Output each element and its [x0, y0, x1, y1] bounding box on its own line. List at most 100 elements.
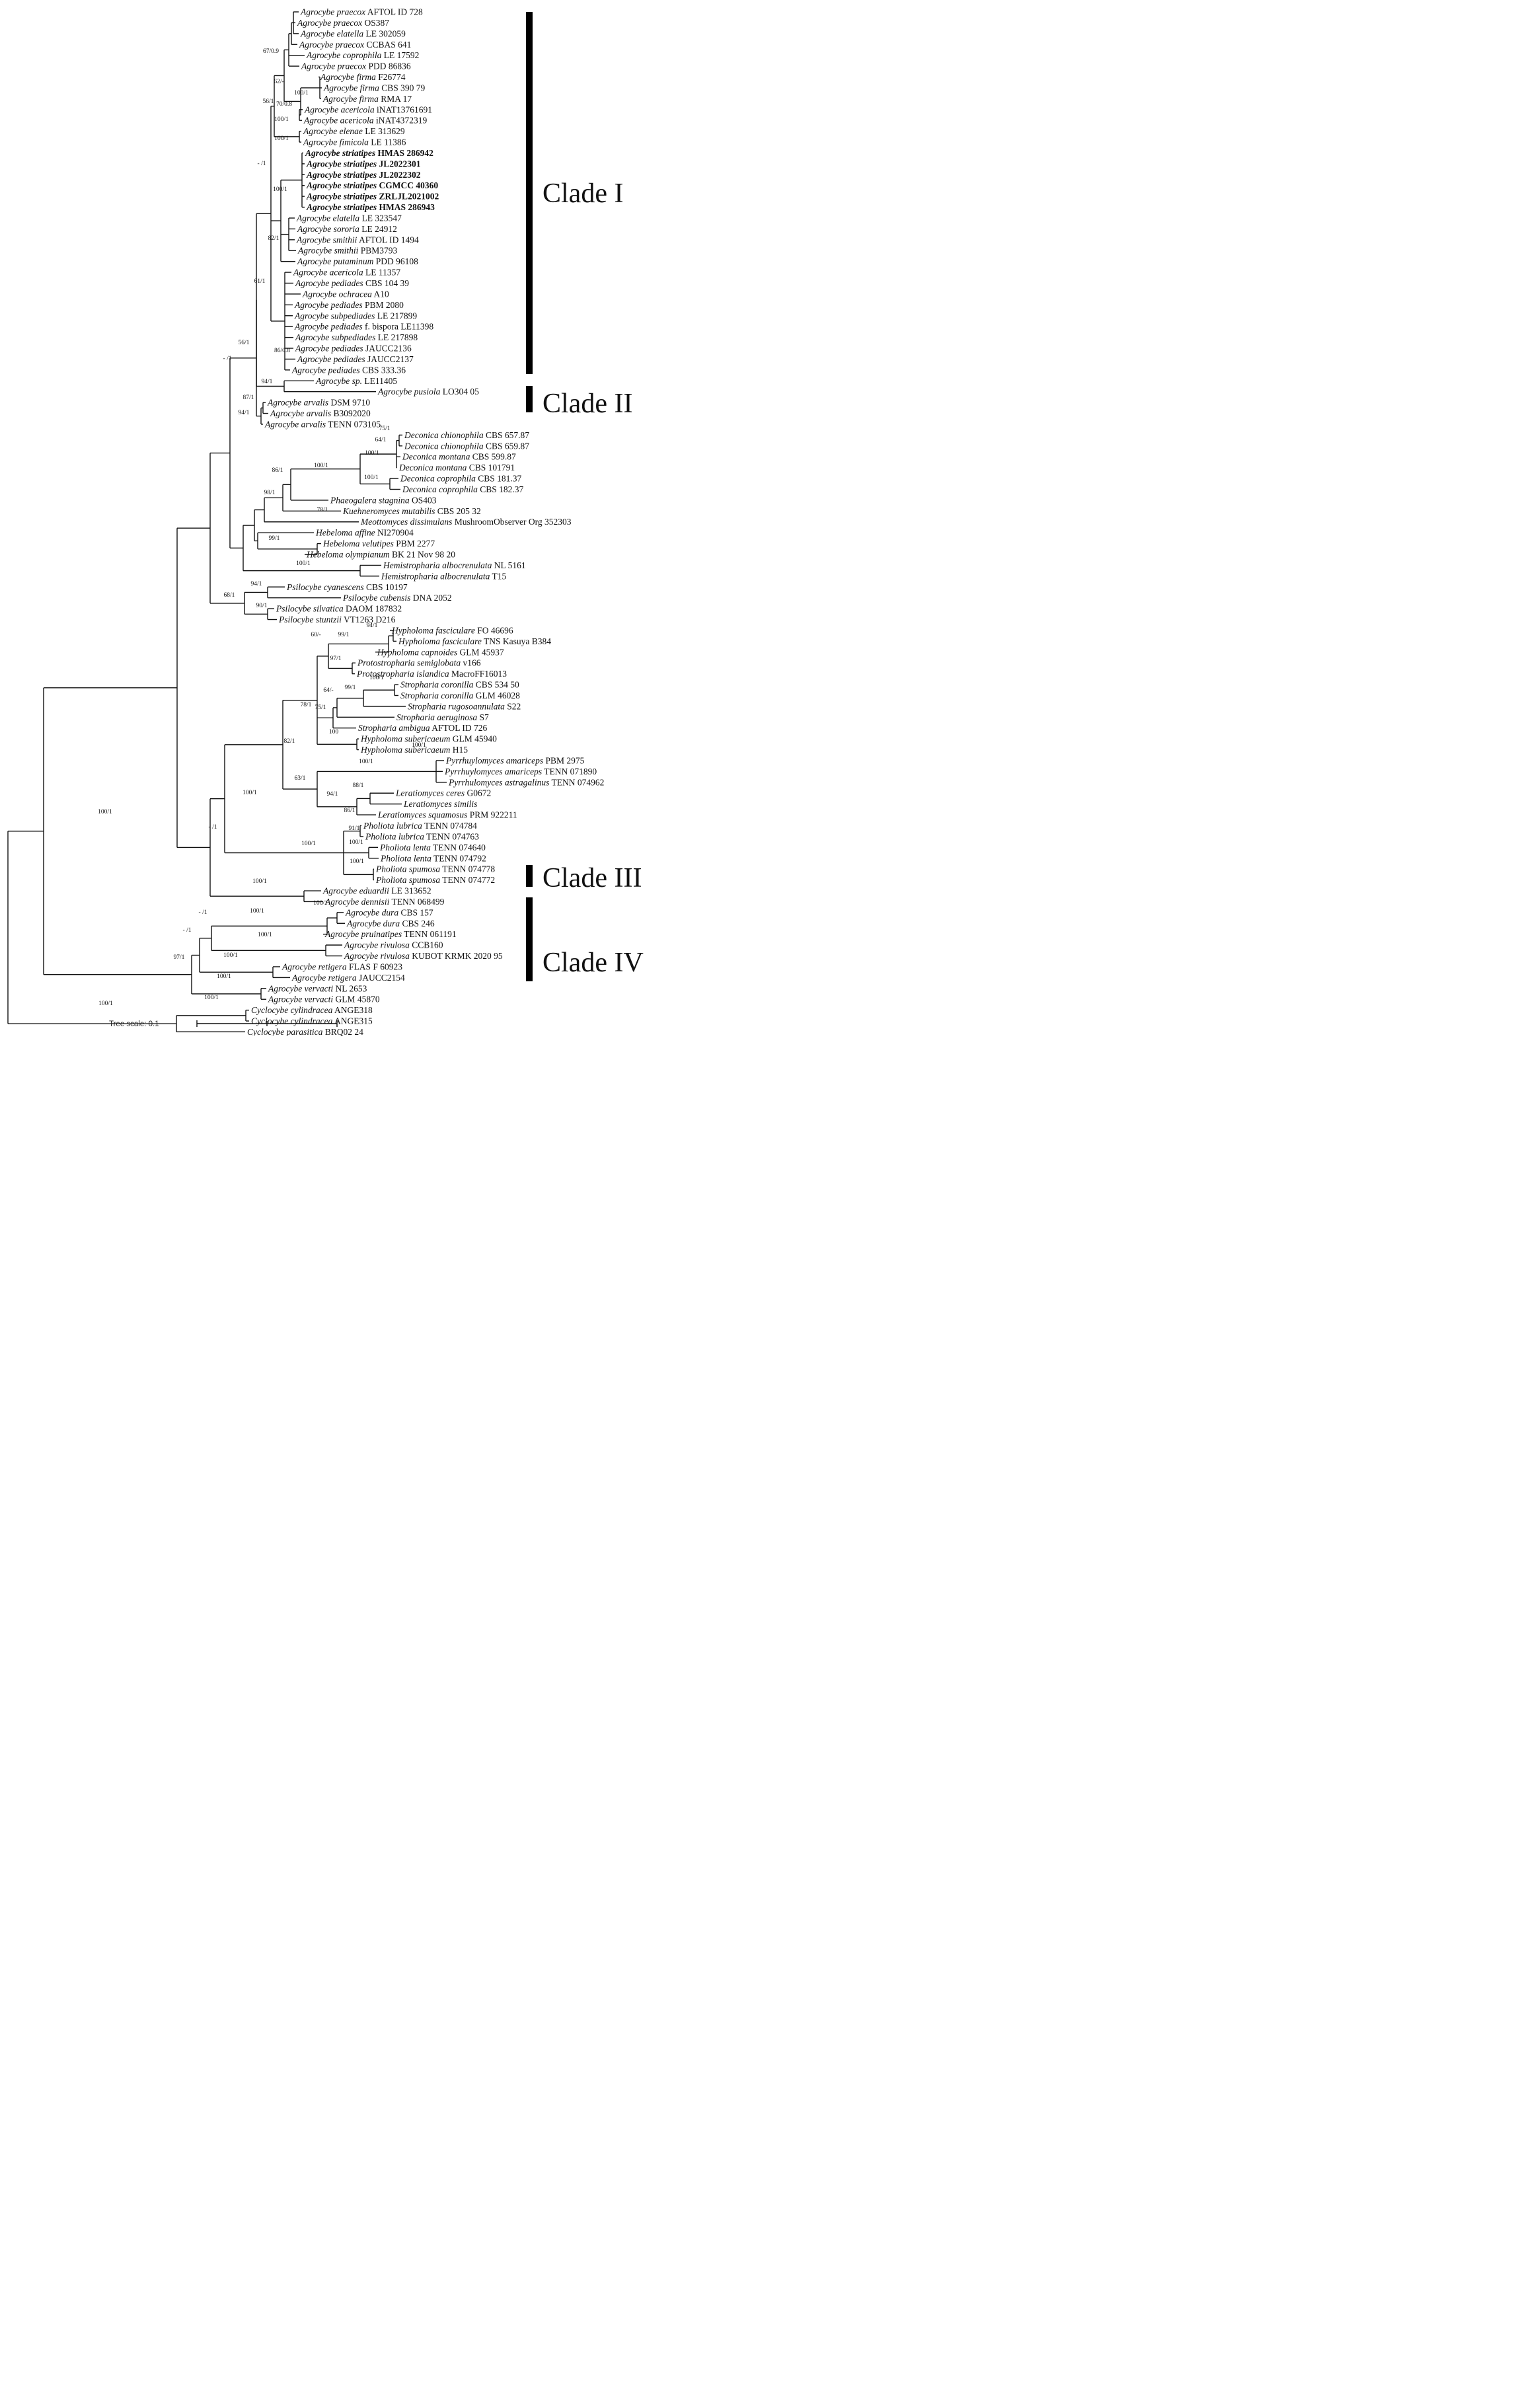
tip-species: Hebeloma olympianum [306, 550, 390, 560]
tip-voucher: NI270904 [375, 528, 414, 538]
tip-label: Agrocybe vervacti GLM 45870 [268, 995, 380, 1004]
tip-label: Stropharia rugosoannulata S22 [408, 701, 521, 711]
tip-voucher: OS387 [362, 18, 389, 28]
tip-species: Hebeloma affine [315, 528, 375, 538]
tip-species: Deconica coprophila [400, 474, 476, 484]
tip-voucher: CBS 390 79 [379, 83, 426, 93]
tip-species: Agrocybe rivulosa [344, 951, 410, 961]
tip-voucher: TENN 074778 [440, 864, 495, 874]
tip-voucher: FLAS F 60923 [347, 961, 403, 971]
tip-species: Leratiomyces squamosus [377, 810, 467, 820]
tip-label: Stropharia coronilla CBS 534 50 [400, 680, 519, 690]
tip-species: Stropharia aeruginosa [396, 712, 477, 722]
tip-species: Agrocybe putaminum [297, 256, 374, 266]
tip-species: Agrocybe elatella [296, 213, 359, 223]
support-value: 82/1 [268, 235, 280, 242]
tip-voucher: LE 217898 [375, 332, 418, 342]
tip-voucher: JL2022302 [377, 170, 421, 180]
tip-species: Protostropharia islandica [356, 669, 449, 679]
support-value: 60/- [311, 632, 320, 638]
tip-species: Agrocybe acericola [304, 104, 375, 114]
tip-species: Pholiota lenta [380, 853, 431, 863]
tip-species: Cyclocybe cylindracea [251, 1016, 333, 1026]
tip-label: Deconica montana CBS 101791 [398, 463, 515, 472]
tip-voucher: BRQ02 24 [322, 1027, 363, 1036]
tip-label: Pholiota spumosa TENN 074778 [375, 864, 495, 874]
tip-species: Deconica chionophila [404, 430, 484, 440]
tip-voucher: LE 323547 [359, 213, 402, 223]
tip-species: Psilocybe cyanescens [286, 582, 364, 592]
tip-label: Agrocybe praecox PDD 86836 [301, 61, 411, 71]
tip-voucher: JL2022301 [377, 159, 421, 169]
tip-species: Agrocybe striatipes [306, 159, 377, 169]
tip-label: Psilocybe cubensis DNA 2052 [342, 593, 452, 603]
clade-label: Clade II [543, 389, 632, 419]
tip-label: Cyclocybe parasitica BRQ02 24 [247, 1027, 363, 1036]
tip-label: Agrocybe firma F26774 [320, 72, 406, 82]
clade-bar [526, 865, 533, 887]
tip-voucher: NL 2653 [333, 983, 367, 993]
tip-label: Agrocybe sororia LE 24912 [297, 224, 397, 234]
tip-species: Hypholoma fasciculare [398, 636, 482, 646]
tip-species: Agrocybe striatipes [305, 148, 375, 158]
tip-voucher: PBM 2975 [543, 755, 585, 765]
support-value: 100/1 [365, 450, 379, 457]
tip-label: Agrocybe acericola iNAT13761691 [304, 104, 432, 114]
support-value: 100/1 [314, 463, 328, 469]
support-value: 64/- [323, 687, 333, 694]
tip-label: Agrocybe subpediades LE 217899 [294, 311, 417, 320]
tip-species: Agrocybe dennisii [324, 897, 390, 907]
tip-label: Agrocybe vervacti NL 2653 [268, 983, 367, 993]
tip-species: Agrocybe arvalis [270, 408, 331, 418]
tip-voucher: TENN 074962 [549, 777, 604, 787]
tip-label: Agrocybe firma CBS 390 79 [323, 83, 426, 93]
tip-label: Agrocybe subpediades LE 217898 [295, 332, 418, 342]
tip-voucher: LE11405 [362, 376, 397, 386]
tip-voucher: MacroFF16013 [449, 669, 507, 679]
tip-voucher: CBS 659.87 [484, 441, 530, 451]
tip-species: Agrocybe retigera [291, 973, 357, 983]
support-value: 100/1 [274, 116, 289, 123]
tip-voucher: DNA 2052 [410, 593, 451, 603]
tip-label: Meottomyces dissimulans MushroomObserver… [360, 517, 572, 527]
tip-voucher: TENN 073105 [326, 419, 381, 429]
tip-species: Agrocybe vervacti [268, 995, 333, 1004]
support-value: 94/1 [239, 410, 250, 416]
tip-label: Stropharia aeruginosa S7 [396, 712, 489, 722]
tip-species: Agrocybe subpediades [295, 332, 375, 342]
tip-voucher: OS403 [410, 495, 437, 505]
tip-label: Agrocybe pruinatipes TENN 061191 [324, 929, 457, 939]
tip-label: Agrocybe eduardii LE 313652 [322, 886, 431, 896]
tip-species: Deconica montana [402, 452, 470, 462]
tip-voucher: LE 313652 [389, 886, 431, 896]
tip-voucher: CBS 246 [400, 919, 435, 928]
support-value: 100/1 [296, 560, 311, 567]
support-value: 94/1 [367, 622, 378, 629]
tip-label: Agrocybe rivulosa CCB160 [344, 940, 443, 950]
tip-species: Agrocybe dura [345, 907, 398, 917]
tip-label: Agrocybe dura CBS 157 [345, 907, 433, 917]
support-value: - /1 [183, 927, 192, 934]
tip-voucher: CBS 333.36 [360, 365, 406, 375]
tip-species: Hemistropharia albocrenulata [381, 571, 490, 581]
tip-species: Hypholoma fasciculare [391, 625, 475, 635]
tip-species: Agrocybe retigera [281, 961, 347, 971]
tip-label: Agrocybe striatipes ZRLJL2021002 [306, 192, 439, 202]
tip-species: Agrocybe elenae [303, 126, 363, 136]
tip-voucher: DSM 9710 [328, 398, 370, 408]
tip-voucher: HMAS 286942 [375, 148, 433, 158]
tip-species: Pholiota spumosa [375, 875, 440, 885]
tip-label: Agrocybe elatella LE 302059 [300, 28, 406, 38]
tip-label: Agrocybe fimicola LE 11386 [303, 137, 406, 147]
tip-species: Pholiota lenta [379, 843, 431, 852]
tip-voucher: CBS 599.87 [470, 452, 516, 462]
tip-label: Hypholoma subericaeum GLM 45940 [360, 734, 497, 744]
tip-voucher: NL 5161 [492, 560, 525, 570]
support-value: 100/1 [274, 135, 289, 142]
tree-scale-label: Tree scale: 0.1 [109, 1020, 159, 1028]
tip-label: Agrocybe pediades CBS 333.36 [291, 365, 406, 375]
support-value: 100/1 [350, 858, 364, 865]
tip-species: Agrocybe arvalis [264, 419, 326, 429]
